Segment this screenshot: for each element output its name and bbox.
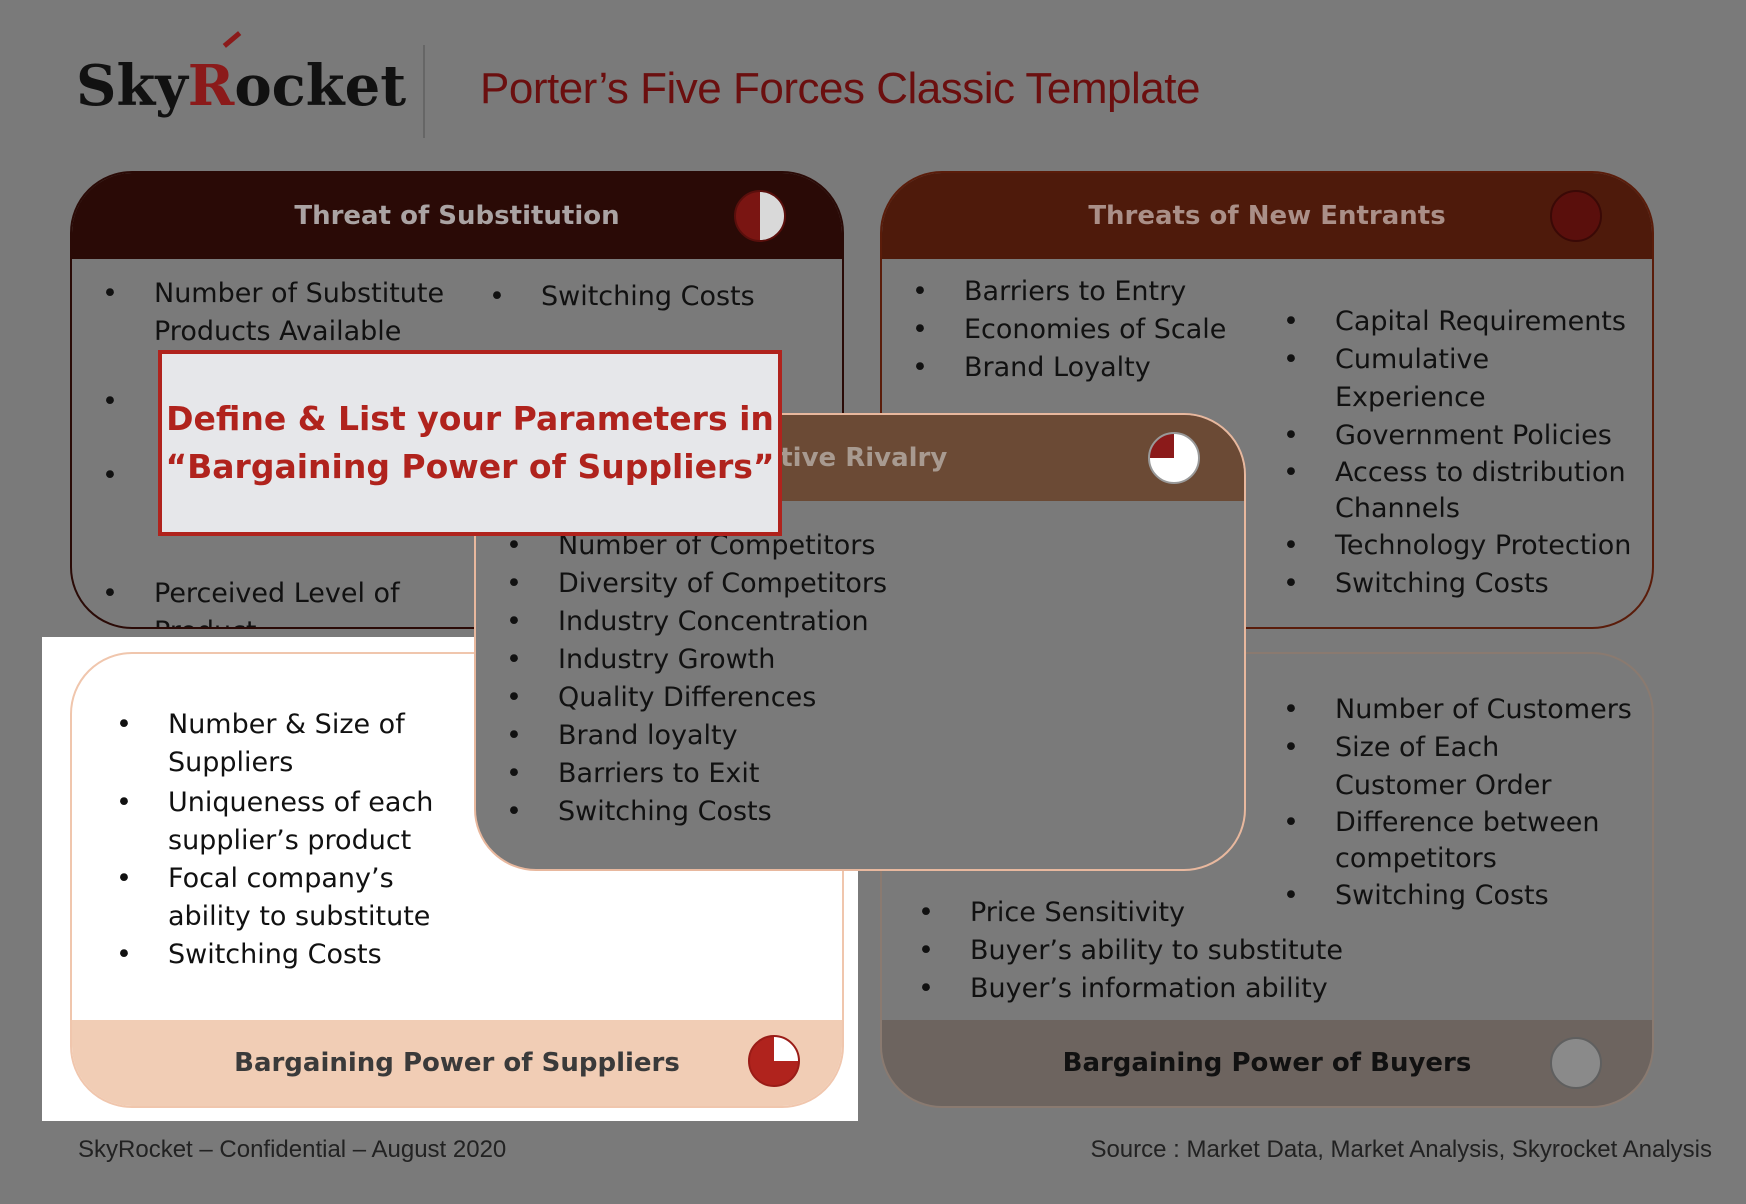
card-footer: Bargaining Power of Suppliers bbox=[72, 1020, 842, 1106]
instruction-callout: Define & List your Parameters in “Bargai… bbox=[158, 350, 782, 536]
list-item: Number & Size of Suppliers bbox=[116, 706, 468, 782]
list-item: Brand Loyalty bbox=[912, 349, 1294, 387]
list-item: Technology Protection bbox=[1283, 527, 1635, 565]
card-title: Bargaining Power of Suppliers bbox=[234, 1048, 680, 1078]
card-header: Threat of Substitution bbox=[72, 173, 842, 259]
full-pie-icon bbox=[1550, 190, 1602, 242]
logo-text-prefix: Sky bbox=[76, 53, 188, 119]
list-item: Quality Differences bbox=[506, 679, 978, 717]
list-item: Capital Requirements bbox=[1283, 303, 1635, 341]
list-item: Perceived Level of Product Differentiati… bbox=[102, 575, 454, 627]
callout-line-1: Define & List your Parameters in bbox=[166, 399, 774, 438]
new-entrants-list-1: Barriers to Entry Economies of Scale Bra… bbox=[912, 273, 1294, 387]
list-item: Diversity of Competitors bbox=[506, 565, 978, 603]
list-item: Switching Costs bbox=[1283, 877, 1635, 915]
list-item: Access to distribution Channels bbox=[1283, 455, 1635, 527]
list-item: Brand loyalty bbox=[506, 717, 978, 755]
list-item: Switching Costs bbox=[116, 936, 468, 974]
card-title: Threat of Substitution bbox=[294, 201, 620, 231]
list-item: Industry Growth bbox=[506, 641, 978, 679]
card-title: Bargaining Power of Buyers bbox=[1062, 1048, 1472, 1078]
logo-text-r: R bbox=[187, 53, 235, 119]
buyers-list-2: Number of Customers Size of Each Custome… bbox=[1283, 691, 1635, 915]
buyers-list-1: Price Sensitivity Buyer’s ability to sub… bbox=[918, 894, 1370, 1008]
list-item: Switching Costs bbox=[506, 793, 978, 831]
substitution-list-1: Number of Substitute Products Available … bbox=[102, 275, 454, 627]
empty-pie-icon bbox=[1550, 1037, 1602, 1089]
list-item: Focal company’s ability to substitute bbox=[116, 860, 468, 936]
callout-line-2: “Bargaining Power of Suppliers” bbox=[165, 447, 775, 486]
new-entrants-list-2: Capital Requirements Cumulative Experien… bbox=[1283, 303, 1635, 603]
list-item: Industry Concentration bbox=[506, 603, 978, 641]
list-item: Buyer’s information ability bbox=[918, 970, 1370, 1008]
list-item: Buyer’s ability to substitute bbox=[918, 932, 1370, 970]
list-item: Number of Customers bbox=[1283, 691, 1635, 729]
rivalry-list: Number of Competitors Diversity of Compe… bbox=[506, 527, 978, 831]
card-title: Threats of New Entrants bbox=[1088, 201, 1446, 231]
half-pie-icon bbox=[734, 190, 786, 242]
list-item: Difference between competitors bbox=[1283, 805, 1635, 877]
list-item: Switching Costs bbox=[489, 278, 821, 316]
list-item: Price Sensitivity bbox=[918, 894, 1370, 932]
list-item: Number of Substitute Products Available bbox=[102, 275, 454, 351]
list-item bbox=[102, 383, 454, 421]
list-item: Barriers to Exit bbox=[506, 755, 978, 793]
list-item: Uniqueness of each supplier’s product bbox=[116, 784, 468, 860]
card-header: Threats of New Entrants bbox=[882, 173, 1652, 259]
quarter-pie-icon bbox=[1148, 432, 1200, 484]
list-item: Barriers to Entry bbox=[912, 273, 1294, 311]
substitution-list-2: Switching Costs bbox=[489, 278, 821, 316]
list-item: Size of Each Customer Order bbox=[1283, 729, 1635, 805]
card-threats-of-new-entrants: Threats of New Entrants Barriers to Entr… bbox=[880, 171, 1654, 629]
footer-confidential: SkyRocket – Confidential – August 2020 bbox=[78, 1136, 507, 1163]
list-item: Economies of Scale bbox=[912, 311, 1294, 349]
three-quarter-pie-icon bbox=[748, 1035, 800, 1087]
list-item: Government Policies bbox=[1283, 417, 1635, 455]
skyrocket-logo: SkyRocket bbox=[76, 58, 406, 114]
header-divider bbox=[423, 45, 425, 138]
list-item bbox=[102, 457, 454, 573]
suppliers-list: Number & Size of Suppliers Uniqueness of… bbox=[116, 706, 468, 974]
card-footer: Bargaining Power of Buyers bbox=[882, 1020, 1652, 1106]
list-item: Cumulative Experience bbox=[1283, 341, 1635, 417]
page-title: Porter’s Five Forces Classic Template bbox=[480, 64, 1200, 113]
list-item: Switching Costs bbox=[1283, 565, 1635, 603]
footer-source: Source : Market Data, Market Analysis, S… bbox=[1090, 1136, 1712, 1163]
logo-text-suffix: ocket bbox=[234, 53, 407, 119]
